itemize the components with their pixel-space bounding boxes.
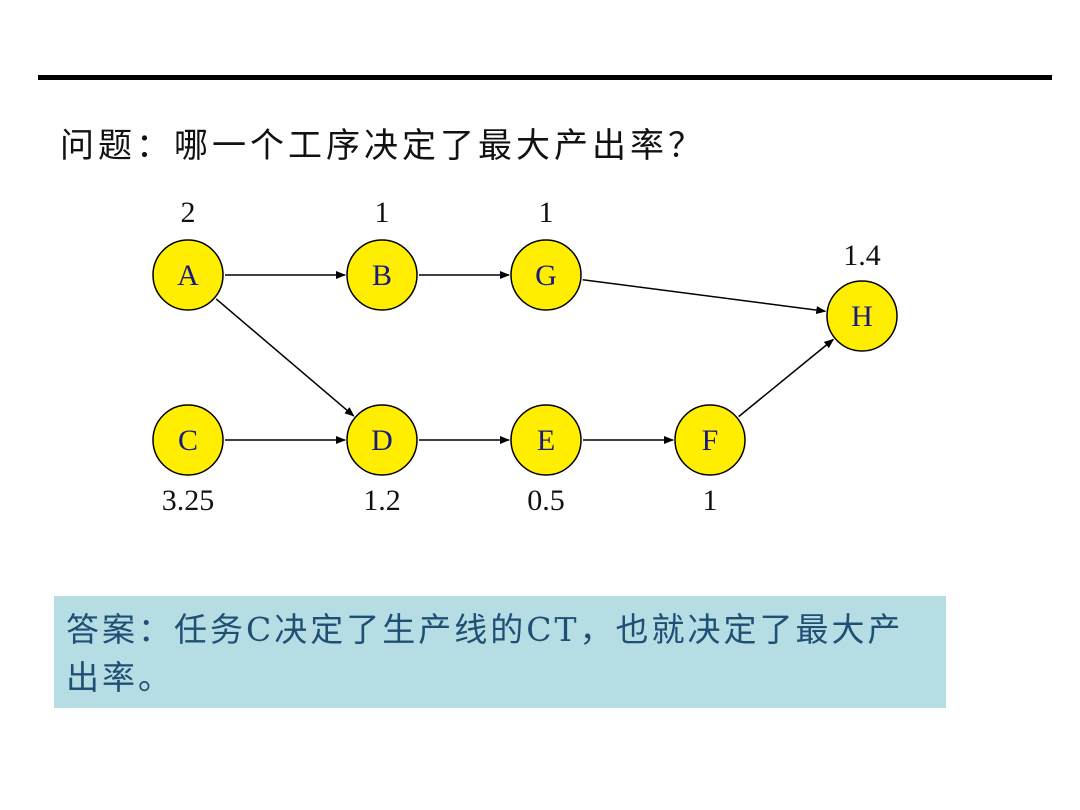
node-circle-e: [510, 404, 582, 476]
node-label-b: B: [372, 259, 392, 292]
node-e: E 0.5: [510, 404, 582, 517]
node-g: G1: [510, 196, 582, 311]
node-circle-b: [346, 239, 418, 311]
node-label-c: C: [178, 424, 198, 457]
node-circle-a: [152, 239, 224, 311]
edge-g-h: [582, 279, 827, 315]
node-label-h: H: [851, 300, 873, 333]
node-label-a: A: [177, 259, 199, 292]
time-label-h: 1.4: [843, 239, 881, 272]
node-circle-c: [152, 404, 224, 476]
time-label-a: 2: [181, 196, 196, 229]
question-text: 问题：哪一个工序决定了最大产出率？: [60, 126, 706, 166]
node-circle-f: [674, 404, 746, 476]
edge-layer: [215, 271, 835, 444]
answer-text: 答案：任务C决定了生产线的CT，也就决定了最大产出率。: [66, 610, 904, 697]
edge-f-h: [738, 338, 835, 418]
node-c: C 3.25: [152, 404, 224, 517]
node-h: H 1.4: [826, 239, 898, 352]
time-label-b: 1: [375, 196, 390, 229]
time-label-g: 1: [539, 196, 554, 229]
time-label-d: 1.2: [363, 484, 401, 517]
node-f: F1: [674, 404, 746, 517]
node-label-e: E: [537, 424, 555, 457]
node-circle-h: [826, 280, 898, 352]
node-b: B1: [346, 196, 418, 311]
node-label-g: G: [535, 259, 557, 292]
node-label-f: F: [702, 424, 719, 457]
top-rule: [38, 75, 1052, 80]
node-circle-d: [346, 404, 418, 476]
time-label-f: 1: [703, 484, 718, 517]
node-d: D 1.2: [346, 404, 418, 517]
edge-a-d: [215, 298, 355, 417]
node-circle-g: [510, 239, 582, 311]
time-label-e: 0.5: [527, 484, 565, 517]
time-label-c: 3.25: [162, 484, 215, 517]
answer-box: 答案：任务C决定了生产线的CT，也就决定了最大产出率。: [54, 596, 946, 708]
node-a: A2: [152, 196, 224, 311]
node-label-d: D: [371, 424, 393, 457]
